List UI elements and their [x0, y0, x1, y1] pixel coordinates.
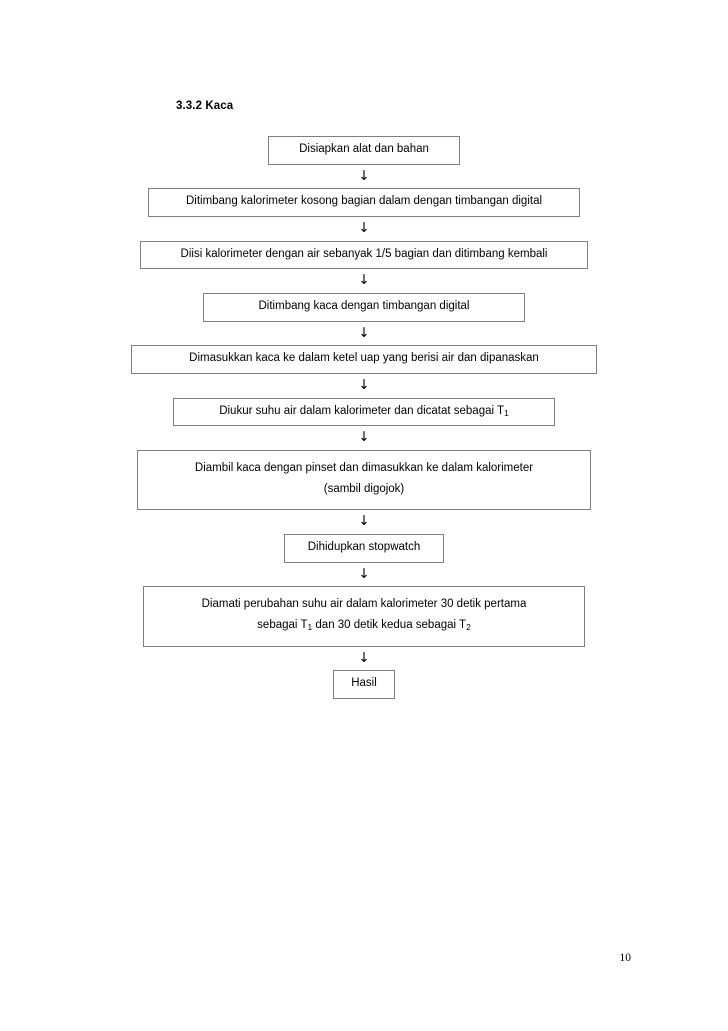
arrow-down-icon-5: ↓	[358, 377, 370, 394]
arrow-down-icon-3: ↓	[358, 272, 370, 289]
flowchart-step-6-text: Diukur suhu air dalam kalorimeter dan di…	[219, 404, 505, 417]
arrow-down-icon-9: ↓	[358, 649, 370, 666]
flowchart-step-9-subscript-2: 2	[466, 622, 471, 633]
flowchart-step-9-text-b: dan 30 detik kedua sebagai T	[312, 619, 467, 632]
arrow-down-icon-6: ↓	[358, 429, 370, 446]
page-title: 3.3.2 Kaca	[176, 100, 234, 112]
flowchart-step-4: Ditimbang kaca dengan timbangan digital	[203, 292, 525, 322]
flowchart: Disiapkan alat dan bahan ↓ Ditimbang kal…	[0, 136, 728, 700]
flowchart-step-10: Hasil	[333, 670, 395, 700]
flowchart-step-1: Disiapkan alat dan bahan	[268, 136, 460, 165]
flowchart-step-7-line-2: (sambil digojok)	[323, 483, 405, 496]
flowchart-step-9-line-1: Diamati perubahan suhu air dalam kalorim…	[201, 598, 527, 611]
flowchart-step-5: Dimasukkan kaca ke dalam ketel uap yang …	[131, 345, 597, 375]
flowchart-step-6-subscript: 1	[504, 407, 509, 418]
flowchart-step-7-line-1: Diambil kaca dengan pinset dan dimasukka…	[194, 461, 534, 474]
flowchart-step-9-line-2: sebagai T1 dan 30 detik kedua sebagai T2	[152, 615, 576, 636]
arrow-down-icon-2: ↓	[358, 220, 370, 237]
arrow-down-icon-1: ↓	[358, 167, 370, 184]
flowchart-step-6: Diukur suhu air dalam kalorimeter dan di…	[173, 397, 555, 427]
page-number: 10	[619, 952, 632, 964]
flowchart-step-9: Diamati perubahan suhu air dalam kalorim…	[143, 586, 585, 647]
flowchart-step-2: Ditimbang kalorimeter kosong bagian dala…	[148, 188, 580, 218]
flowchart-step-3: Diisi kalorimeter dengan air sebanyak 1/…	[140, 240, 588, 270]
flowchart-step-9-subscript-1: 1	[307, 622, 313, 633]
flowchart-step-8: Dihidupkan stopwatch	[284, 533, 444, 563]
flowchart-step-9-text-a: sebagai T	[257, 619, 308, 632]
flowchart-step-7: Diambil kaca dengan pinset dan dimasukka…	[137, 449, 591, 511]
arrow-down-icon-8: ↓	[358, 565, 370, 582]
arrow-down-icon-7: ↓	[358, 513, 370, 530]
arrow-down-icon-4: ↓	[358, 324, 370, 341]
